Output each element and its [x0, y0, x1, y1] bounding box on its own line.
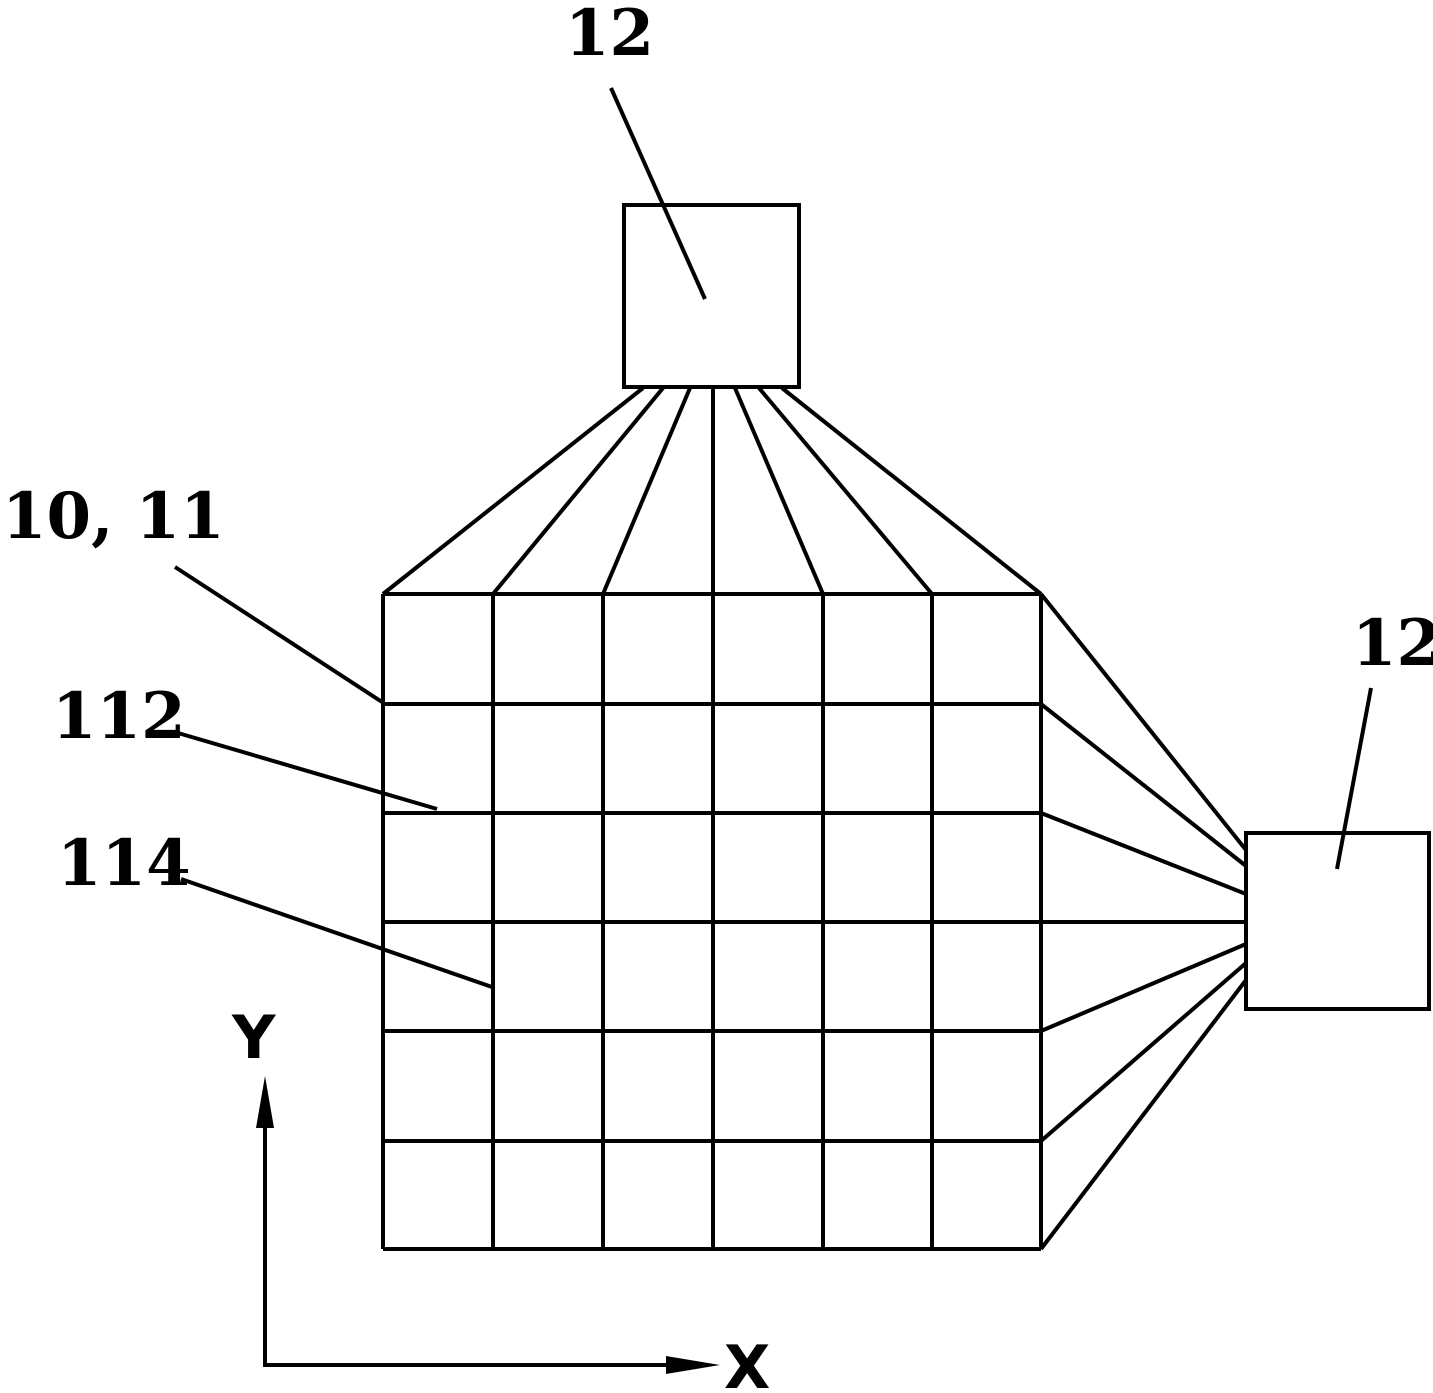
row-lead-line: [1040, 942, 1247, 1033]
label-column-electrode: 114: [57, 826, 191, 901]
leader-line-controller-right: [1335, 687, 1373, 870]
leader-line-row-electrode: [177, 731, 438, 811]
axis-y-label: Y: [231, 1003, 277, 1073]
leader-line-controller-top: [609, 87, 707, 300]
column-leads: [381, 386, 1043, 596]
column-lead-line: [601, 387, 692, 595]
leader-line-grid-sensor: [173, 565, 384, 704]
column-lead-line: [757, 386, 934, 596]
row-lead-line: [1039, 592, 1248, 852]
column-lead-line: [381, 386, 645, 596]
leader-line-column-electrode: [180, 877, 493, 989]
axis-x-arrowhead: [666, 1356, 720, 1374]
axis-x-label: X: [724, 1333, 770, 1393]
row-lead-line: [1039, 978, 1248, 1251]
row-lead-line: [1039, 961, 1248, 1143]
column-lead-line: [780, 386, 1043, 596]
label-controller-top: 12: [565, 0, 654, 71]
row-lead-line: [1040, 811, 1247, 896]
row-lead-line: [1039, 702, 1248, 868]
column-lead-line: [733, 387, 825, 595]
label-controller-right: 12: [1352, 606, 1433, 681]
electrode-grid: [381, 592, 1043, 1251]
label-row-electrode: 112: [52, 679, 186, 754]
controller-box-top: [622, 203, 801, 389]
label-grid-sensor: 10, 11: [2, 479, 225, 554]
column-lead-line: [491, 386, 665, 596]
axis-y-arrowhead: [256, 1076, 274, 1128]
row-leads: [1039, 592, 1248, 1251]
